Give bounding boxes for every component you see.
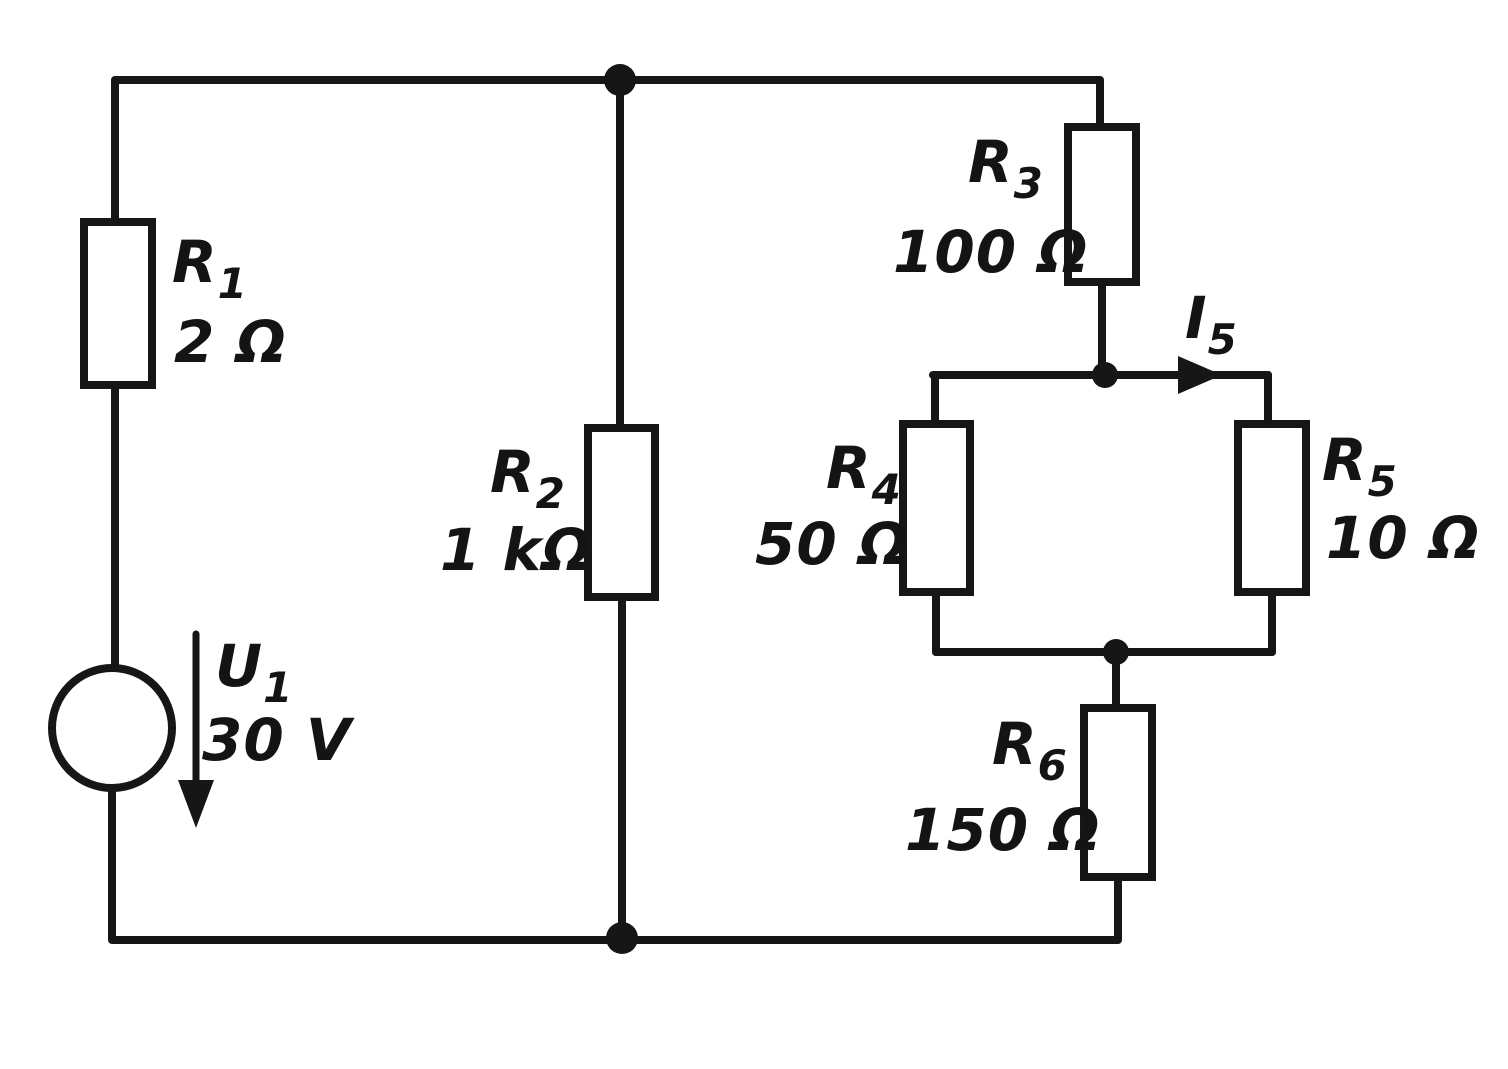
resistor-r6: R6 150 Ω (905, 704, 1156, 881)
u1-label: U1 (215, 632, 293, 712)
junction-node-r3-r4-r5 (1092, 362, 1118, 388)
resistor-r5: R5 10 Ω (1234, 420, 1480, 596)
resistor-r3: R3 100 Ω (893, 123, 1140, 286)
resistor-r2-body (584, 424, 659, 601)
i5-label: I5 (1185, 284, 1238, 364)
resistor-r6-value: 150 Ω (905, 796, 1101, 864)
resistor-r6-label: R6 (992, 710, 1068, 790)
voltage-source-u1: U1 30 V (48, 630, 355, 828)
junction-node-bottom (606, 922, 638, 954)
resistor-r1: R1 2 Ω (80, 218, 287, 389)
junction-node-top (604, 64, 636, 96)
u1-value: 30 V (202, 706, 355, 774)
voltage-source-circle (48, 664, 176, 792)
resistor-r2: R2 1 kΩ (440, 424, 659, 601)
resistor-r3-value: 100 Ω (893, 218, 1089, 286)
resistor-r5-label: R5 (1322, 426, 1398, 506)
resistor-r1-body (80, 218, 156, 389)
resistor-r5-body (1234, 420, 1310, 596)
current-i5: I5 (1178, 284, 1238, 394)
resistor-r2-label: R2 (490, 438, 566, 518)
resistor-r4-value: 50 Ω (755, 510, 909, 578)
resistor-r4-label: R4 (826, 434, 902, 514)
resistor-r1-value: 2 Ω (174, 308, 287, 376)
resistor-r4-body (899, 420, 974, 596)
resistor-r2-value: 1 kΩ (440, 516, 592, 584)
resistor-r3-body (1064, 123, 1140, 286)
resistor-r1-label: R1 (172, 228, 248, 308)
top-rail (111, 76, 1104, 226)
resistor-r5-value: 10 Ω (1326, 504, 1480, 572)
resistor-r3-label: R3 (968, 128, 1044, 208)
junction-node-r4-r5-r6 (1103, 639, 1129, 665)
junction-nodes (604, 64, 1129, 954)
u1-direction-arrow-head (178, 780, 214, 828)
i5-current-arrow-head (1178, 356, 1222, 394)
resistor-r6-body (1080, 704, 1156, 881)
resistor-r4: R4 50 Ω (755, 420, 974, 596)
